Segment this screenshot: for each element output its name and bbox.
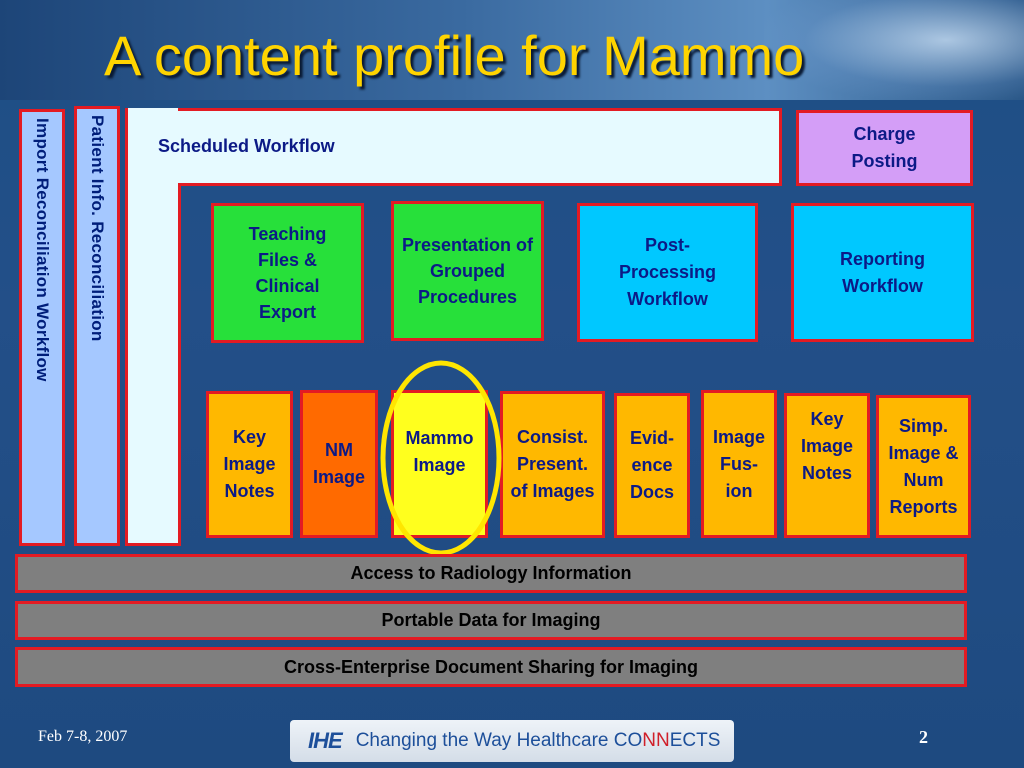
xds-imaging-label: Cross-Enterprise Document Sharing for Im… xyxy=(283,656,699,677)
portable-data-label: Portable Data for Imaging xyxy=(381,610,601,630)
evidence-docs-label: Evid- ence Docs xyxy=(629,428,674,502)
footer-date: Feb 7-8, 2007 xyxy=(38,728,128,745)
mammo-image-box: Mammo Image xyxy=(391,390,488,538)
teaching-files-box: Teaching Files & Clinical Export xyxy=(211,203,364,343)
charge-posting-label: Charge Posting xyxy=(851,124,918,171)
slide-title: A content profile for Mammo xyxy=(104,24,805,87)
grouped-procedures-box: Presentation of Grouped Procedures xyxy=(391,201,544,341)
key-image-notes-box-2: Key Image Notes xyxy=(784,393,870,538)
tagline-part3: ECTS xyxy=(669,730,721,751)
grouped-procedures-label: Presentation of Grouped Procedures xyxy=(401,235,534,307)
access-radiology-bar: Access to Radiology Information xyxy=(15,554,967,593)
ihe-logo-tagline: Changing the Way Healthcare CONNECTS xyxy=(356,730,721,752)
tagline-part2: NN xyxy=(642,730,670,751)
xds-imaging-bar: Cross-Enterprise Document Sharing for Im… xyxy=(15,647,967,687)
tagline-part1: Changing the Way Healthcare CO xyxy=(355,730,643,751)
post-processing-box: Post- Processing Workflow xyxy=(577,203,758,342)
image-fusion-box: Image Fus- ion xyxy=(701,390,777,538)
mammo-highlight-ellipse xyxy=(380,360,502,556)
import-reconciliation-bar: Import Reconciliation Workflow xyxy=(19,109,65,546)
teaching-files-label: Teaching Files & Clinical Export xyxy=(248,224,327,322)
key-image-notes-box-1: Key Image Notes xyxy=(206,391,293,538)
ihe-logo-mark: IHE xyxy=(308,728,343,753)
patient-info-reconciliation-label: Patient Info. Reconciliation xyxy=(88,115,107,342)
scheduled-workflow-label: Scheduled Workflow xyxy=(158,136,335,156)
header-glow xyxy=(764,0,1024,100)
charge-posting-box: Charge Posting xyxy=(796,110,973,186)
page-number: 2 xyxy=(919,727,928,747)
scheduled-workflow-stem-inner xyxy=(128,111,178,543)
nm-image-box: NM Image xyxy=(300,390,378,538)
key-image-notes-label-1: Key Image Notes xyxy=(223,427,276,501)
patient-info-reconciliation-bar: Patient Info. Reconciliation xyxy=(74,106,120,546)
consistent-presentation-box: Consist. Present. of Images xyxy=(500,391,605,538)
access-radiology-label: Access to Radiology Information xyxy=(350,563,632,583)
post-processing-label: Post- Processing Workflow xyxy=(618,235,717,309)
evidence-docs-box: Evid- ence Docs xyxy=(614,393,690,538)
key-image-notes-label-2: Key Image Notes xyxy=(800,409,854,483)
mammo-image-label: Mammo Image xyxy=(405,428,474,475)
simple-image-reports-label: Simp. Image & Num Reports xyxy=(888,415,959,517)
scheduled-workflow-inner xyxy=(128,111,779,183)
reporting-workflow-label: Reporting Workflow xyxy=(840,248,925,296)
simple-image-reports-box: Simp. Image & Num Reports xyxy=(876,395,971,538)
image-fusion-label: Image Fus- ion xyxy=(712,426,766,501)
import-reconciliation-label: Import Reconciliation Workflow xyxy=(33,118,52,382)
ihe-logo: IHE Changing the Way Healthcare CONNECTS xyxy=(290,720,734,762)
reporting-workflow-box: Reporting Workflow xyxy=(791,203,974,342)
nm-image-label: NM Image xyxy=(312,440,366,487)
portable-data-bar: Portable Data for Imaging xyxy=(15,601,967,640)
consistent-presentation-label: Consist. Present. of Images xyxy=(510,427,595,501)
